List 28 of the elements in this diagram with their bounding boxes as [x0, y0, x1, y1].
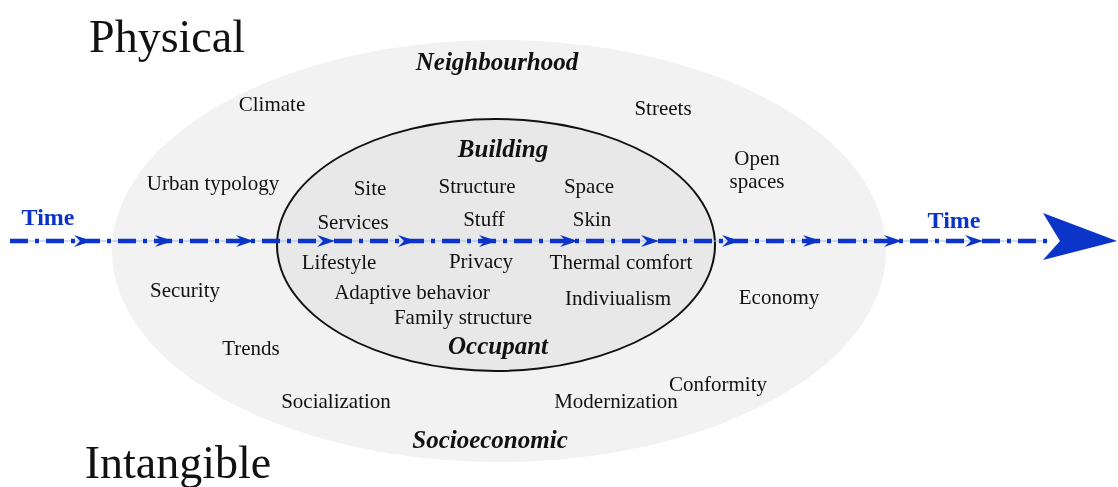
factor-label: Stuff: [463, 208, 505, 232]
factor-label: Structure: [438, 175, 516, 199]
factor-label: Streets: [634, 97, 692, 121]
factor-label: Open spaces: [728, 146, 786, 194]
axis-label: Time: [927, 206, 981, 234]
factor-label: Privacy: [448, 250, 514, 274]
factor-label: Security: [150, 279, 220, 303]
factor-label: Thermal comfort: [549, 251, 693, 275]
factor-label: Family structure: [393, 306, 533, 330]
factor-label: Economy: [738, 286, 820, 310]
factor-label: Climate: [238, 93, 306, 117]
region-heading: Neighbourhood: [415, 48, 579, 76]
factor-label: Services: [317, 211, 389, 235]
factor-label: Adaptive behavior: [334, 281, 490, 305]
category-label: Physical: [89, 9, 245, 63]
factor-label: Skin: [572, 208, 612, 232]
region-heading: Building: [457, 135, 549, 163]
factor-label: Space: [563, 175, 615, 199]
region-heading: Occupant: [448, 332, 548, 360]
region-heading: Socioeconomic: [412, 426, 568, 454]
axis-label: Time: [21, 203, 75, 231]
factor-label: Urban typology: [146, 172, 280, 196]
factor-label: Indiviualism: [564, 287, 672, 311]
factor-label: Site: [353, 177, 387, 201]
factor-label: Socialization: [281, 390, 391, 414]
factor-label: Trends: [222, 337, 280, 361]
factor-label: Lifestyle: [301, 251, 377, 275]
category-label: Intangible: [84, 435, 272, 487]
